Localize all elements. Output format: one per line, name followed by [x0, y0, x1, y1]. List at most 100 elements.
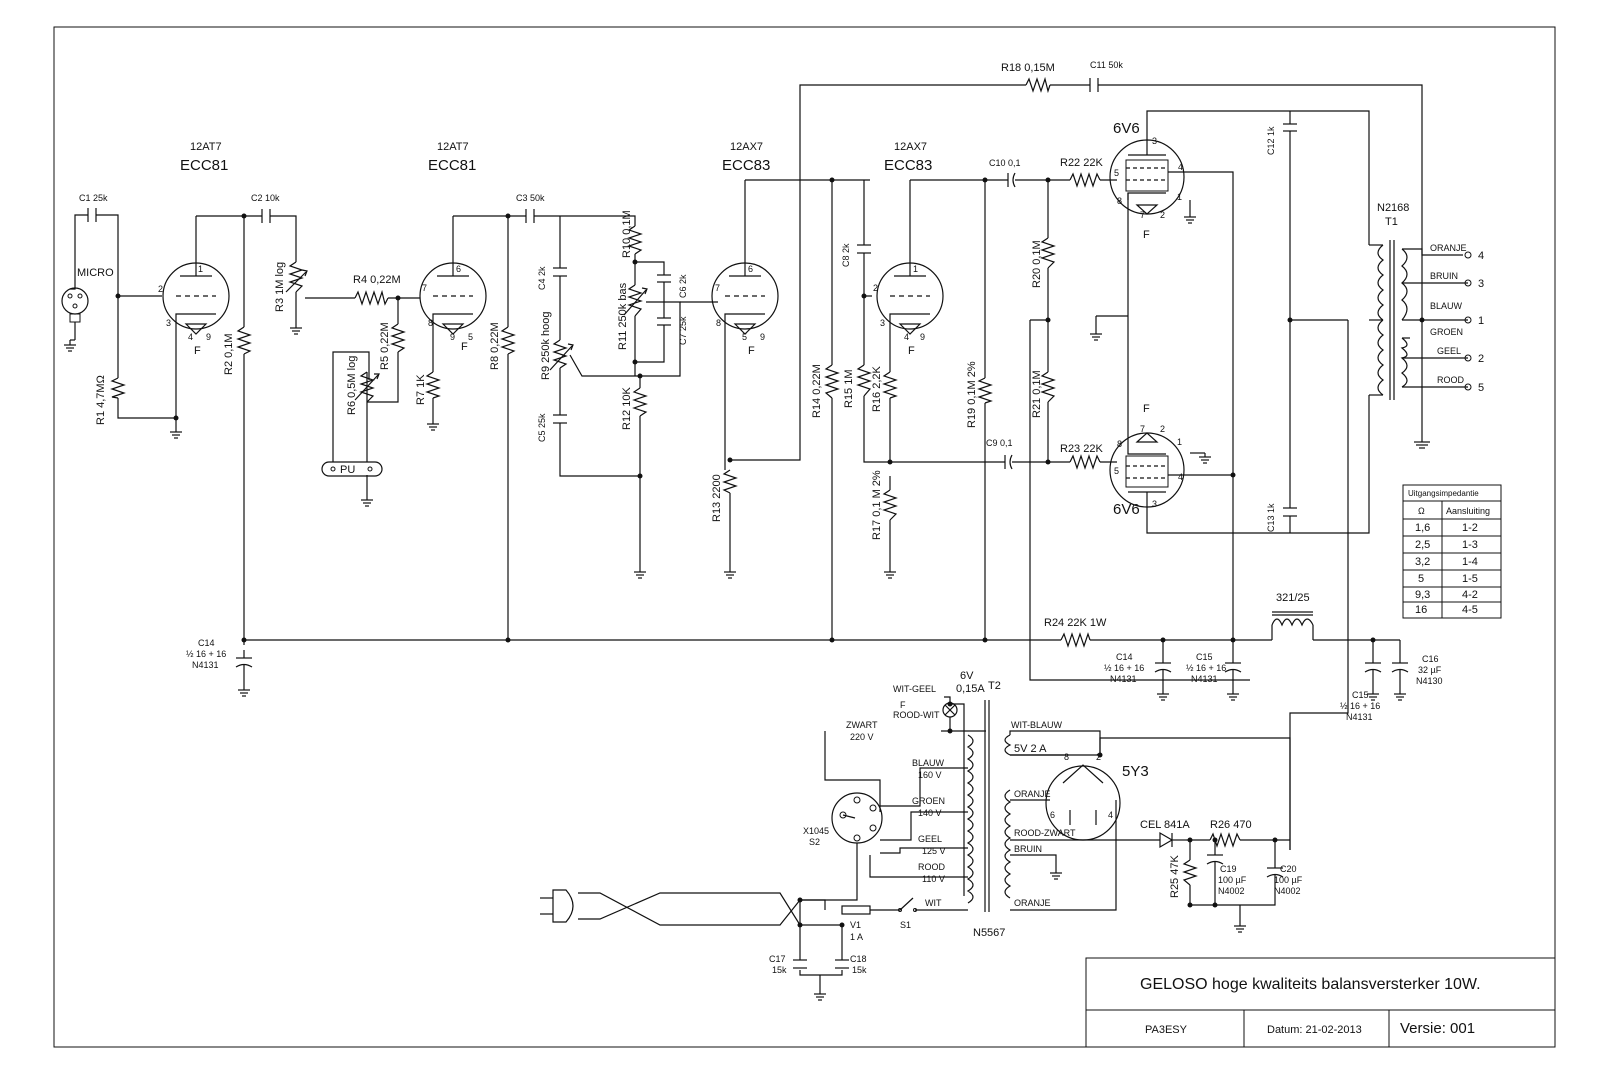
component-label: R8 0,22M: [489, 322, 501, 370]
component-label: R17 0,1 M 2%: [871, 470, 883, 540]
component-label: 321/25: [1276, 592, 1310, 604]
tube-name-label: ECC81: [428, 157, 476, 174]
component-label: R10 0,1M: [621, 210, 633, 258]
sheet-border: [53, 26, 1556, 1048]
filament-label: F: [748, 345, 755, 357]
svg-text:5: 5: [468, 332, 473, 342]
component-label: C4 2k: [537, 266, 547, 290]
table-cell: 1-3: [1462, 539, 1478, 551]
svg-text:4: 4: [188, 332, 193, 342]
svg-text:5: 5: [1114, 168, 1119, 178]
title-block: GELOSO hoge kwaliteits balansversterker …: [1085, 957, 1556, 1048]
component-label: R15 1M: [843, 369, 855, 408]
component-label: C20: [1280, 864, 1297, 874]
filament-label: F: [194, 345, 201, 357]
component-label: C15: [1196, 652, 1213, 662]
svg-text:7: 7: [1140, 424, 1145, 434]
component-label: 15k: [772, 965, 787, 975]
component-label: ½ 16 + 16: [186, 649, 226, 659]
component-label: N4131: [1110, 674, 1137, 684]
component-label: R14 0,22M: [811, 364, 823, 418]
svg-text:2: 2: [158, 284, 163, 294]
component-label: C2 10k: [251, 193, 280, 203]
pu-label: PU: [340, 464, 355, 476]
svg-text:9: 9: [450, 332, 455, 342]
svg-text:1: 1: [1177, 192, 1182, 202]
diode-label: CEL 841A: [1140, 819, 1190, 831]
pu-connector: PU: [321, 461, 383, 477]
svg-text:3: 3: [1152, 499, 1157, 509]
component-label: C6 2k: [678, 274, 688, 298]
fuse-label: V1: [850, 920, 861, 930]
component-label: 15k: [852, 965, 867, 975]
switch-label: S1: [900, 920, 911, 930]
component-label: R11 250k bas: [617, 282, 629, 350]
tube-type-label: 12AX7: [894, 141, 927, 153]
tap-color-label: GROEN: [1430, 327, 1463, 337]
wire-color-label: ORANJE: [1014, 789, 1051, 799]
tube-type-label: 12AX7: [730, 141, 763, 153]
table-cell: 1,6: [1415, 522, 1430, 534]
filament-winding-label: 5V 2 A: [1014, 743, 1047, 755]
lamp-current-label: 0,15A: [956, 683, 985, 695]
component-label: 100 µF: [1274, 875, 1303, 885]
svg-text:8: 8: [716, 318, 721, 328]
table-header-connection: Aansluiting: [1446, 506, 1490, 516]
component-label: R24 22K 1W: [1044, 617, 1107, 629]
component-label: C5 25k: [537, 413, 547, 442]
svg-text:6: 6: [1050, 810, 1055, 820]
component-label: C8 2k: [841, 243, 851, 267]
tube-name-label: 5Y3: [1122, 763, 1149, 780]
voltage-label: 220 V: [850, 732, 874, 742]
component-label: N4131: [1191, 674, 1218, 684]
t2-labels: T2 N5567 6V 0,15A WIT-GEEL F ROOD-WIT ZW…: [846, 670, 1076, 939]
wire-color-label: GEEL: [918, 834, 942, 844]
wire-color-label: ROOD-WIT: [893, 710, 940, 720]
tube-type-label: 12AT7: [190, 141, 222, 153]
component-label: C14: [1116, 652, 1133, 662]
svg-text:7: 7: [715, 283, 720, 293]
tap-color-label: GEEL: [1437, 346, 1461, 356]
tap-color-label: ROOD: [1437, 375, 1465, 385]
filament-label: F: [908, 345, 915, 357]
wire-color-label: ORANJE: [1014, 898, 1051, 908]
voltage-label: 140 V: [918, 808, 942, 818]
component-label: N4130: [1416, 676, 1443, 686]
wire-color-label: WIT-BLAUW: [1011, 720, 1063, 730]
component-labels: C1 25k C2 10k C3 50k R4 0,22M C11 50k R1…: [79, 60, 1443, 975]
tube-name-label: ECC83: [884, 157, 932, 174]
component-label: R18 0,15M: [1001, 62, 1055, 74]
filament-label: F: [461, 341, 468, 353]
svg-text:5: 5: [1114, 466, 1119, 476]
svg-text:3: 3: [1152, 136, 1157, 146]
component-label: R2 0,1M: [223, 333, 235, 375]
table-cell: 4-5: [1462, 604, 1478, 616]
tap-pin-label: 1: [1478, 315, 1484, 327]
component-label: R21 0,1M: [1031, 370, 1043, 418]
component-label: R22 22K: [1060, 157, 1103, 169]
wire-color-label: ZWART: [846, 720, 878, 730]
component-label: R13 2200: [711, 474, 723, 522]
tap-color-label: ORANJE: [1430, 243, 1467, 253]
capacitor-plates: [87, 78, 1409, 969]
component-label: ½ 16 + 16: [1104, 663, 1144, 673]
component-label: C7 25k: [678, 316, 688, 345]
filament-label: F: [900, 700, 906, 710]
tap-pin-label: 5: [1478, 382, 1484, 394]
wire-color-label: WIT-GEEL: [893, 684, 936, 694]
component-label: R5 0,22M: [379, 322, 391, 370]
n5567-label: N5567: [973, 927, 1005, 939]
svg-text:7: 7: [1140, 210, 1145, 220]
component-label: R23 22K: [1060, 443, 1103, 455]
component-label: C13 1k: [1266, 503, 1276, 532]
component-label: C9 0,1: [986, 438, 1013, 448]
t1-labels: N2168 T1 ORANJE 4 BRUIN 3 BLAUW 1 GROEN …: [1377, 202, 1484, 394]
version-label: Versie: 001: [1400, 1020, 1475, 1037]
tap-pin-label: 3: [1478, 278, 1484, 290]
component-label: C19: [1220, 864, 1237, 874]
tube-v7: 5Y3 82 64: [1045, 752, 1149, 841]
